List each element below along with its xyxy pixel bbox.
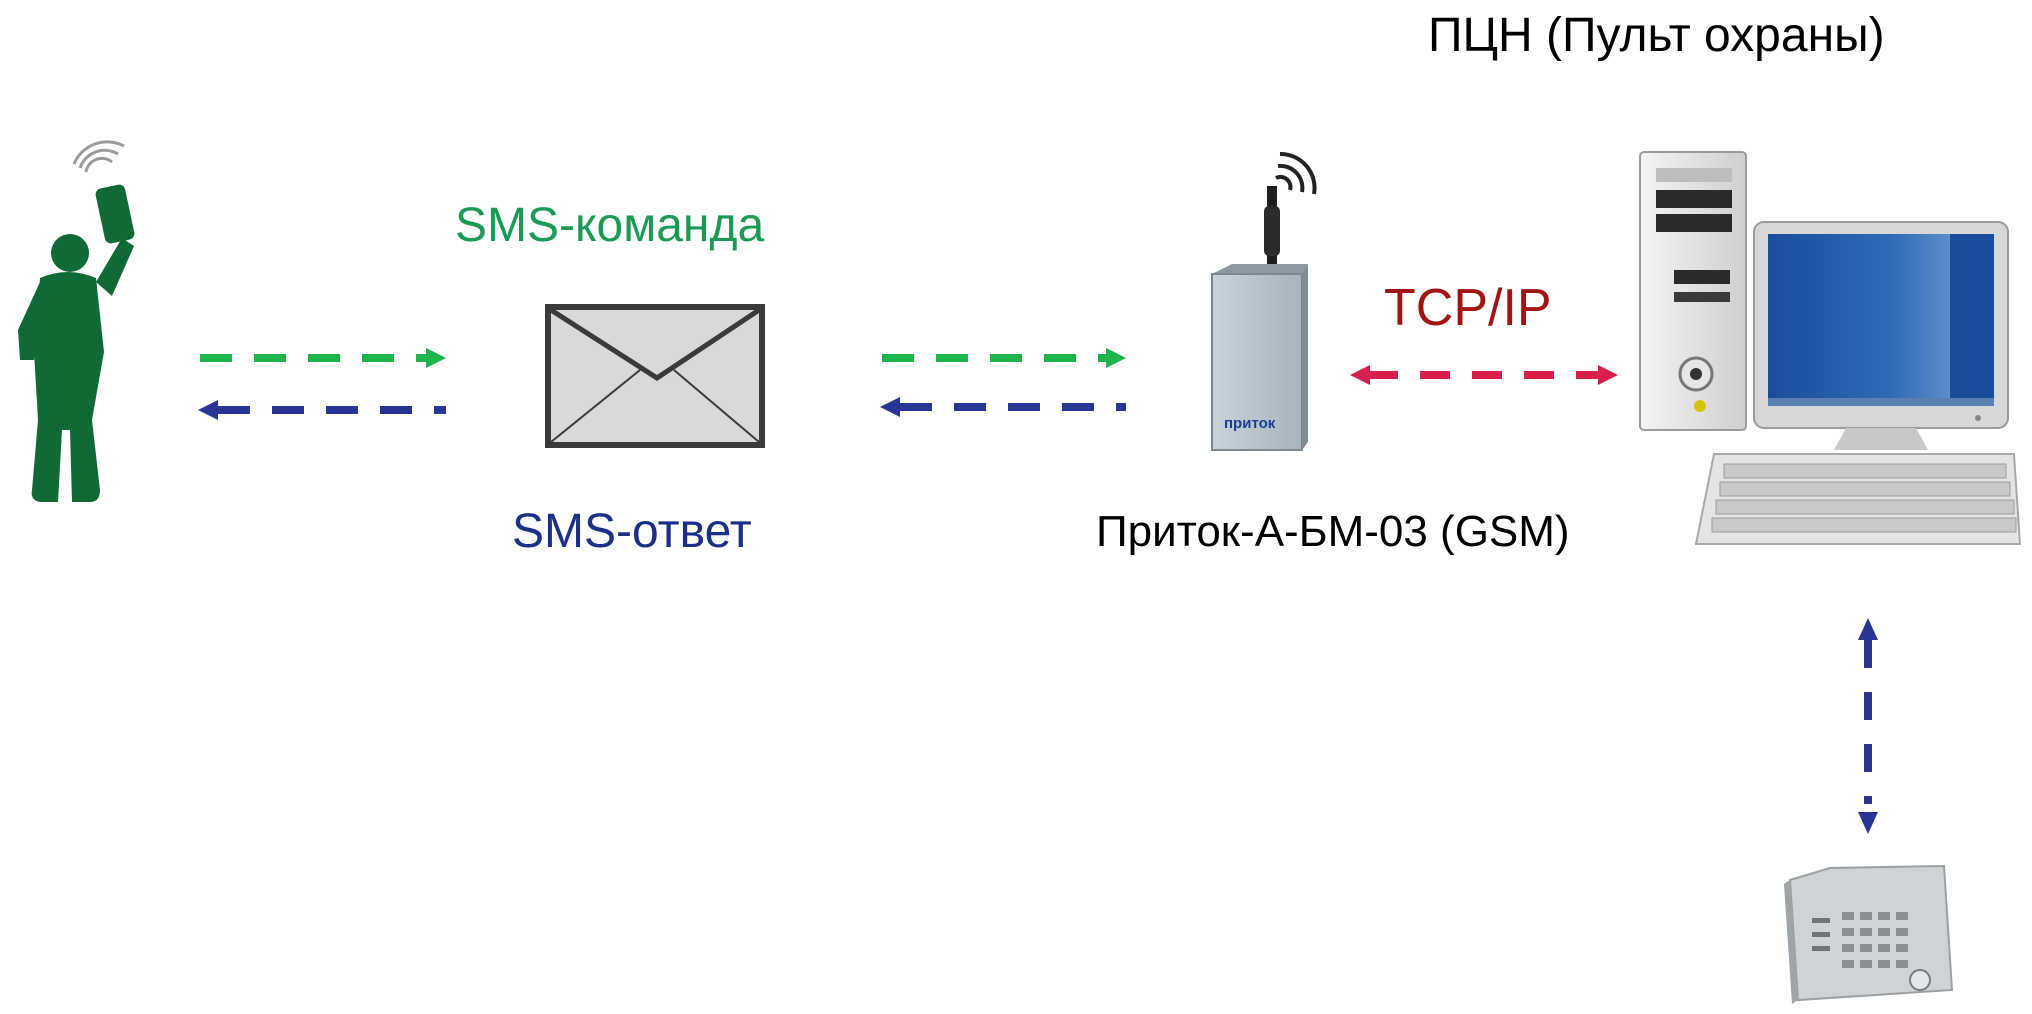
- device-logo: приток: [1224, 415, 1276, 432]
- monitoring-station-label: ПЦН (Пульт охраны): [1428, 9, 1885, 62]
- sms-command-arrow-right: [882, 348, 1126, 368]
- sms-answer-arrow-right: [880, 397, 1126, 417]
- tcp-ip-arrow: [1350, 365, 1618, 385]
- tcp-ip-label: TCP/IP: [1384, 279, 1552, 337]
- device-label: Приток-А-БМ-03 (GSM): [1096, 507, 1570, 556]
- person-with-phone-icon: [18, 140, 135, 502]
- desktop-computer-icon: [1639, 151, 2022, 545]
- sms-command-arrow-left: [200, 348, 446, 368]
- bus-arrow-vertical: [1858, 618, 1878, 834]
- envelope-icon: [545, 304, 765, 448]
- security-control-panel-icon: [1784, 864, 1954, 1004]
- sms-answer-arrow-left: [198, 400, 446, 420]
- sms-command-label: SMS-команда: [455, 199, 765, 252]
- gsm-transmitter-icon: приток: [1211, 151, 1317, 451]
- sms-answer-label: SMS-ответ: [512, 505, 752, 558]
